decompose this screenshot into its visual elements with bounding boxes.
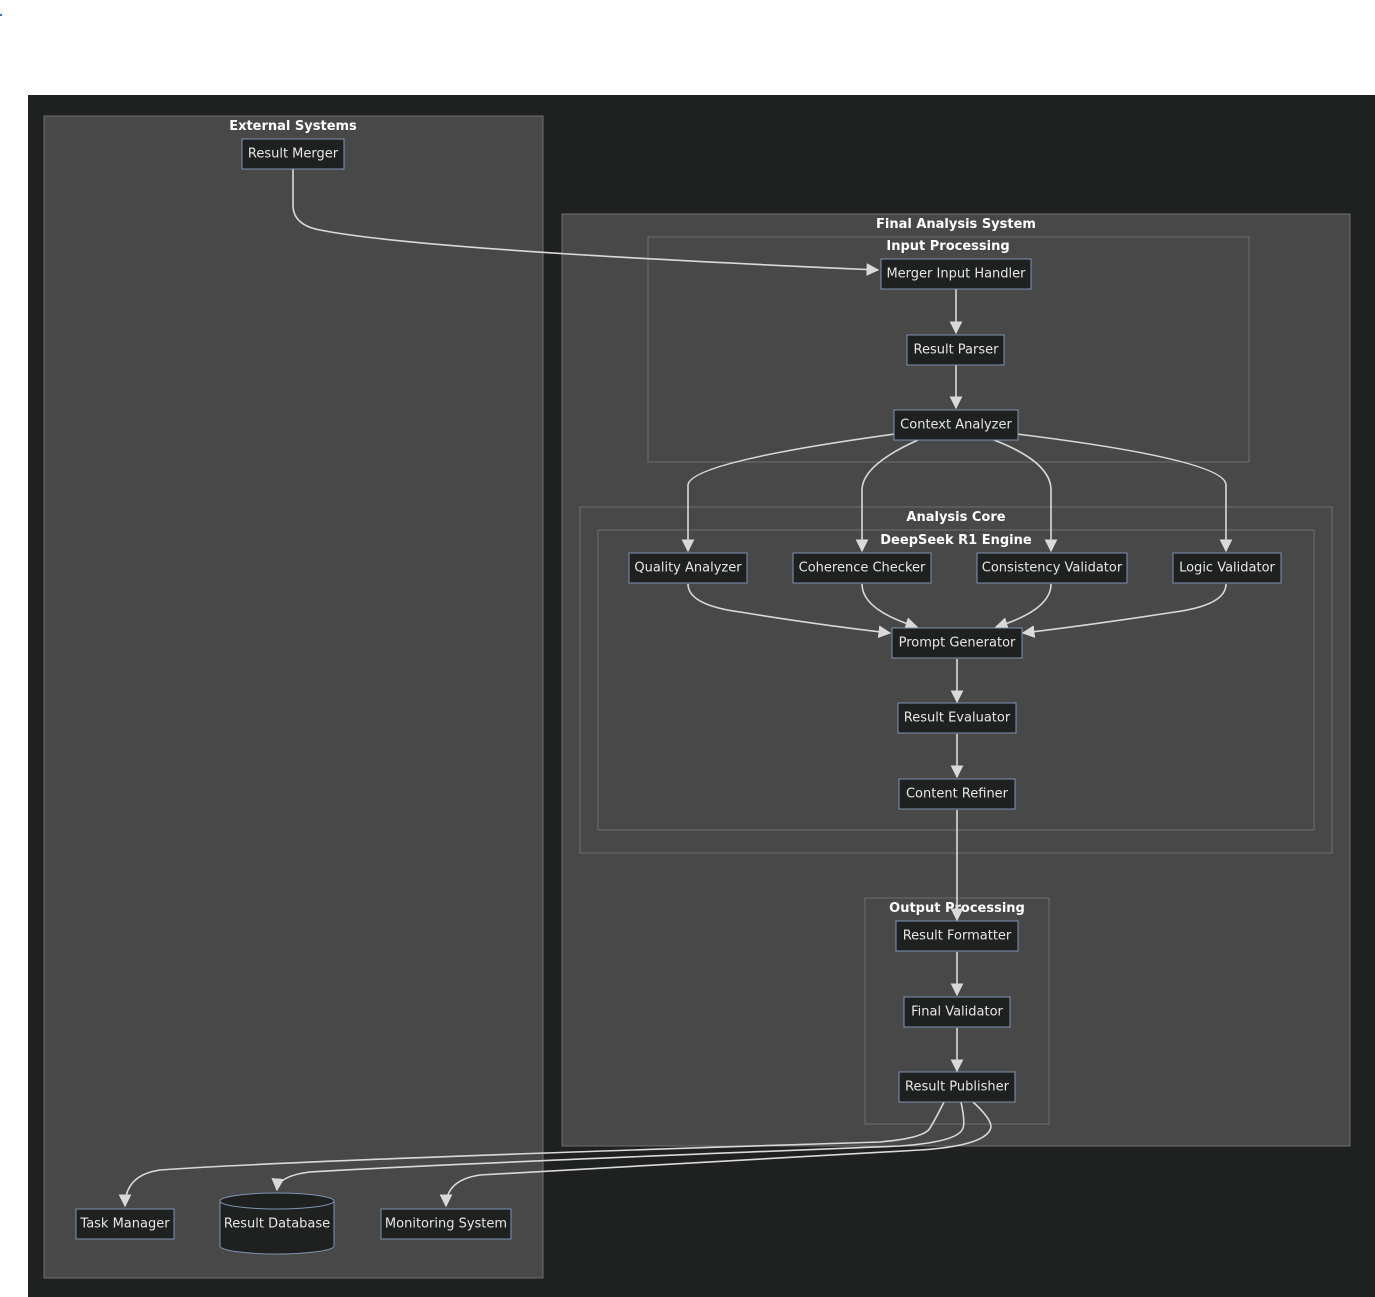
node-label: Monitoring System [385,1217,507,1232]
node-label: Result Merger [248,147,339,162]
node-result-evaluator[interactable]: Result Evaluator [897,702,1017,734]
edge-coherence-to-prompt [861,583,919,630]
node-label: Consistency Validator [982,561,1123,576]
node-consistency-validator[interactable]: Consistency Validator [976,552,1128,584]
node-label: Prompt Generator [899,636,1016,651]
node-context-analyzer[interactable]: Context Analyzer [893,409,1019,441]
node-result-database[interactable]: Result Database [219,1192,335,1255]
node-result-publisher[interactable]: Result Publisher [898,1071,1016,1103]
node-label: Quality Analyzer [634,561,742,576]
cluster-label: Final Analysis System [876,217,1036,232]
node-label: Task Manager [79,1217,170,1232]
node-coherence-checker[interactable]: Coherence Checker [792,552,932,584]
node-final-validator[interactable]: Final Validator [903,996,1011,1028]
cluster-external-systems: External Systems [43,115,544,1279]
edge-consistency-to-prompt [994,583,1052,630]
node-label: Result Parser [914,343,1000,358]
edge-logic-to-prompt [1021,583,1227,638]
node-label: Result Formatter [903,929,1012,944]
edge-context-to-logic [1016,433,1233,553]
edge-publisher-to-task-manager [118,1101,945,1208]
edge-context-to-coherence [855,439,919,553]
node-label: Logic Validator [1179,561,1275,576]
edge-publisher-to-database [271,1101,965,1192]
edge-publisher-to-monitoring [439,1101,992,1208]
edges [118,169,1233,1208]
node-quality-analyzer[interactable]: Quality Analyzer [628,552,748,584]
node-label: Context Analyzer [900,418,1012,433]
node-result-formatter[interactable]: Result Formatter [895,920,1019,952]
edge-quality-to-prompt [687,583,892,639]
node-task-manager[interactable]: Task Manager [75,1208,175,1240]
node-result-merger[interactable]: Result Merger [241,138,345,170]
node-prompt-generator[interactable]: Prompt Generator [891,627,1023,659]
cluster-label: External Systems [229,119,357,134]
node-label: Merger Input Handler [886,267,1026,282]
edge-merger-to-input-handler [292,169,880,276]
node-label: Result Evaluator [904,711,1011,726]
edge-context-to-consistency [993,439,1058,553]
node-content-refiner[interactable]: Content Refiner [898,778,1016,810]
node-label: Final Validator [911,1005,1003,1020]
node-monitoring-system[interactable]: Monitoring System [380,1208,512,1240]
node-label: Coherence Checker [799,561,926,576]
corner-dot [0,14,2,16]
node-logic-validator[interactable]: Logic Validator [1172,552,1282,584]
node-result-parser[interactable]: Result Parser [906,334,1005,366]
edge-context-to-quality [681,433,896,553]
node-label: Result Database [224,1217,330,1232]
cluster-label: Input Processing [886,239,1009,254]
cluster-label: DeepSeek R1 Engine [880,533,1032,548]
cluster-label: Analysis Core [906,510,1005,525]
node-label: Result Publisher [905,1080,1010,1095]
node-merger-input-handler[interactable]: Merger Input Handler [880,258,1032,290]
node-label: Content Refiner [906,787,1009,802]
